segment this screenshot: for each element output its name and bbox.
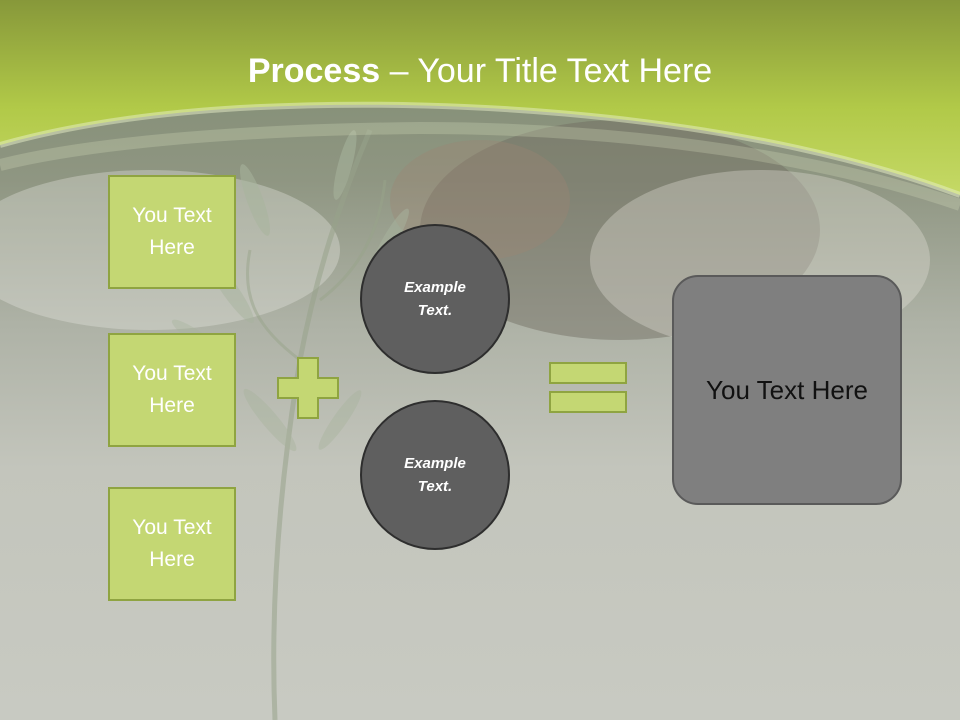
example-circle-2[interactable]: Example Text.	[360, 400, 510, 550]
input-box-3[interactable]: You Text Here	[108, 487, 236, 601]
input-box-2[interactable]: You Text Here	[108, 333, 236, 447]
equals-icon	[549, 362, 629, 419]
input-box-1[interactable]: You Text Here	[108, 175, 236, 289]
title-rest: – Your Title Text Here	[380, 52, 713, 90]
slide-title: Process – Your Title Text Here	[0, 52, 960, 91]
header-band	[0, 0, 960, 220]
example-circle-1[interactable]: Example Text.	[360, 224, 510, 374]
plus-icon	[277, 357, 339, 424]
result-box[interactable]: You Text Here	[672, 275, 902, 505]
title-bold: Process	[247, 52, 381, 90]
